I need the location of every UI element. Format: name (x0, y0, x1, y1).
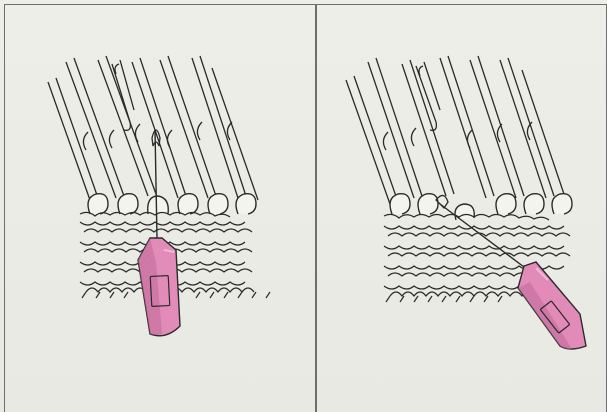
left-needle-loops (88, 194, 256, 214)
right-transfer-tool (436, 195, 586, 349)
left-needles (48, 56, 258, 200)
left-panel (48, 56, 270, 338)
right-needles (346, 56, 566, 204)
right-needle-loops (390, 194, 572, 220)
right-panel (346, 56, 586, 349)
